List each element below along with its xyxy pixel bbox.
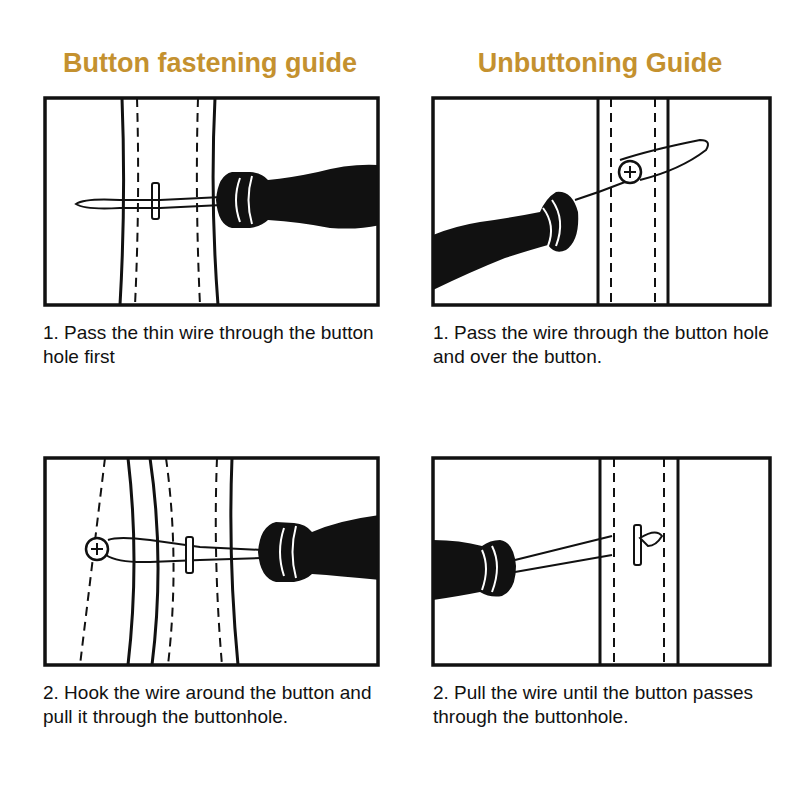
step-caption: 2. Hook the wire around the button and p… — [43, 681, 388, 729]
fasten-step-1 — [76, 98, 378, 305]
step-caption: 1. Pass the thin wire through the button… — [43, 321, 388, 369]
panel-frame — [45, 98, 770, 665]
step-caption: 2. Pull the wire until the button passes… — [433, 681, 795, 729]
step-caption: 1. Pass the wire through the button hole… — [433, 321, 795, 369]
unbutton-step-2 — [433, 458, 678, 665]
section-heading: Unbuttoning Guide — [410, 48, 790, 79]
fasten-step-2 — [80, 458, 378, 665]
unbutton-step-1 — [433, 98, 708, 305]
section-heading: Button fastening guide — [20, 48, 400, 79]
